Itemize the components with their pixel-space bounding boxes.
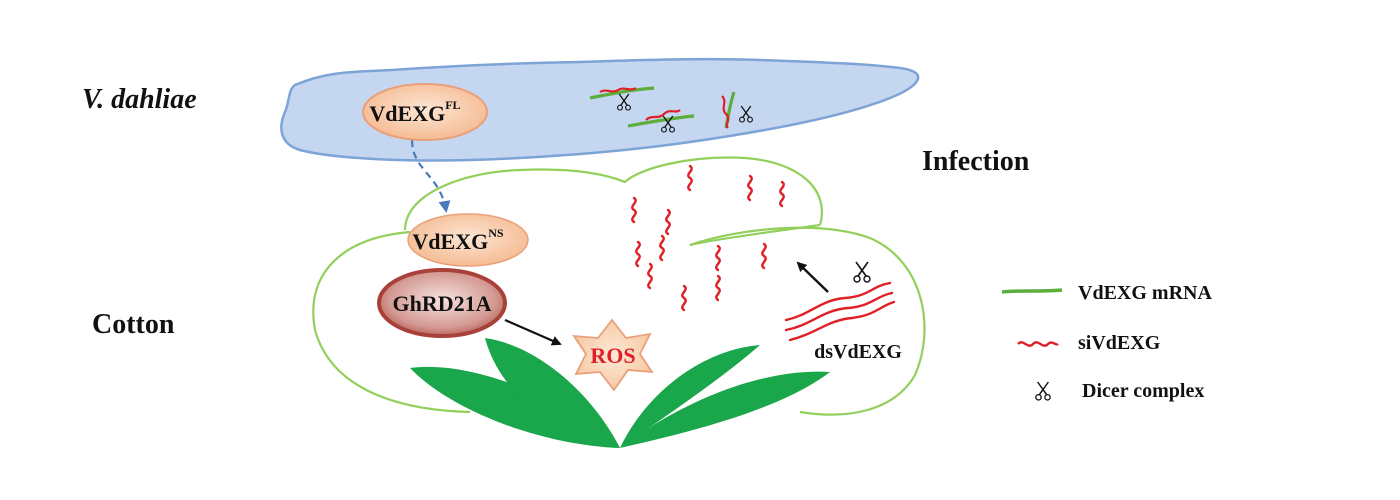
mrna-sirna-complex-1	[589, 86, 655, 111]
mrna-sirna-complex-3	[721, 91, 754, 129]
legend-mrna-label: VdEXG mRNA	[1078, 282, 1212, 304]
host-label: Cotton	[92, 309, 175, 340]
vdexg-fl-node: VdEXGFL	[362, 83, 488, 141]
leaves	[410, 338, 830, 448]
svg-text:VdEXGNS: VdEXGNS	[412, 226, 503, 254]
vdexg-ns-node: VdEXGNS	[407, 213, 529, 267]
dsvdexg-label: dsVdEXG	[814, 341, 902, 363]
vdexg-fl-label: VdEXG	[369, 101, 445, 126]
cotton-cell-outline	[312, 156, 926, 416]
mrna-sirna-complex-2	[627, 109, 695, 133]
ros-arrow	[504, 318, 562, 346]
ghrd21a-label: GhRD21A	[392, 291, 491, 316]
svg-text:VdEXGFL: VdEXGFL	[369, 98, 460, 126]
ros-node: ROS	[572, 318, 654, 392]
legend-scissors-icon	[1035, 381, 1051, 401]
secretion-arrow	[410, 139, 451, 213]
process-label: Infection	[922, 146, 1030, 177]
ros-label: ROS	[590, 343, 635, 368]
organism-label: V. dahliae	[82, 84, 197, 115]
ghrd21a-node: GhRD21A	[377, 268, 507, 338]
legend-sirna-swatch	[1017, 341, 1059, 347]
legend-sirna-label: siVdEXG	[1078, 332, 1161, 354]
scissors-icon	[853, 261, 871, 283]
dsrna-strands	[784, 281, 896, 342]
sirna-cluster	[631, 164, 785, 312]
vdexg-fl-sup: FL	[445, 98, 460, 112]
legend: VdEXG mRNA siVdEXG Dicer complex	[1001, 282, 1212, 402]
legend-dicer-label: Dicer complex	[1082, 380, 1204, 402]
legend-mrna-swatch	[1001, 288, 1063, 294]
vdexg-ns-label: VdEXG	[412, 229, 488, 254]
vdexg-ns-sup: NS	[488, 226, 504, 240]
dicing-arrow	[796, 261, 829, 293]
